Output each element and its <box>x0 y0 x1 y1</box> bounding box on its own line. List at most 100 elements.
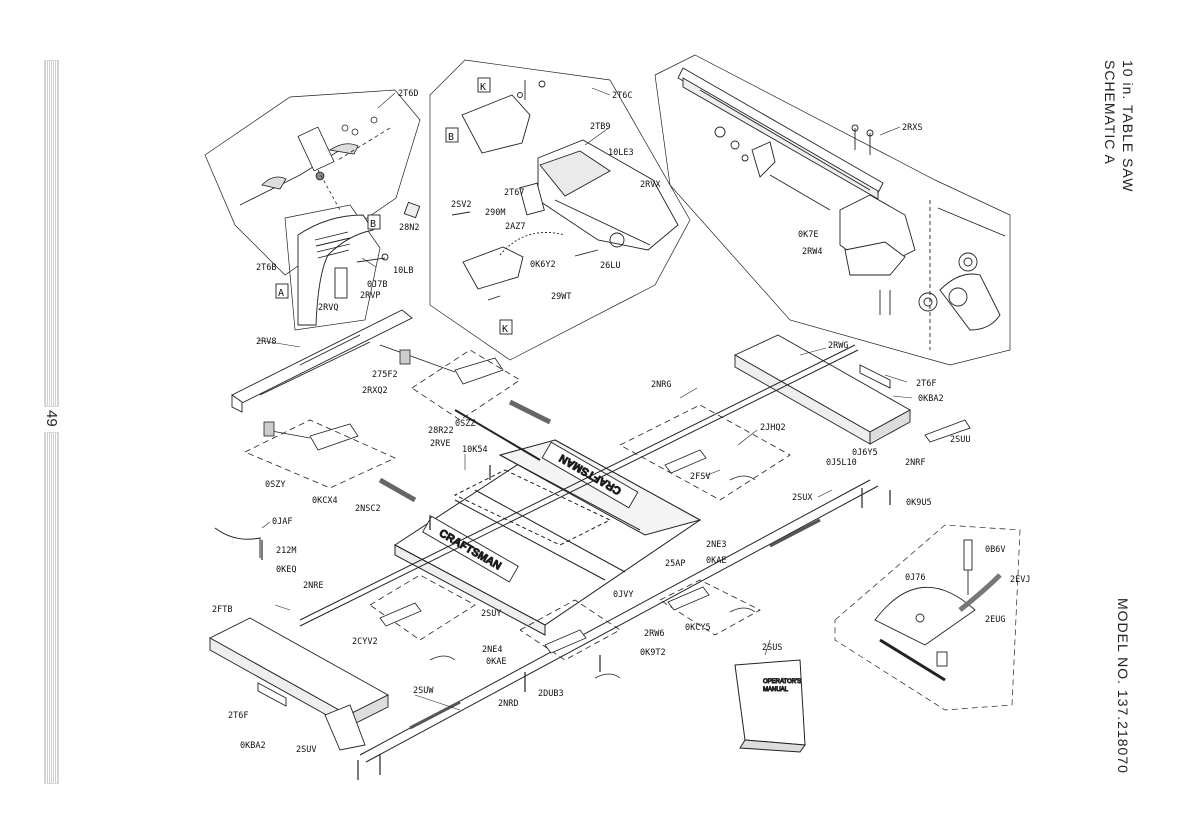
scan-edge-strip-upper <box>44 60 59 407</box>
part-label-0kcy5: 0KCY5 <box>685 623 711 633</box>
part-label-28r22: 28R22 <box>428 426 454 436</box>
part-label-2nrd: 2NRD <box>498 699 518 709</box>
left-extension-wing <box>209 617 389 751</box>
power-cord <box>214 527 261 558</box>
operators-manual-book: OPERATOR'S MANUAL <box>734 659 806 753</box>
part-labels: 2T6D 2T6C 2RXS 2TB9 10LE3 2RVX 2T67 2SV2… <box>212 89 1030 755</box>
part-label-25ap: 25AP <box>665 559 685 569</box>
part-label-0jvy: 0JVY <box>613 590 633 600</box>
part-label-0j6y5: 0J6Y5 <box>852 448 878 458</box>
part-label-2t6f-right: 2T6F <box>916 379 936 389</box>
part-label-2rvx: 2RVX <box>640 180 661 190</box>
scan-edge-strip-lower <box>44 432 59 784</box>
group-outline-2RXS <box>654 54 1011 366</box>
part-label-2rwg: 2RWG <box>828 341 848 351</box>
part-label-2evj: 2EVJ <box>1010 575 1030 585</box>
part-label-2rv8: 2RV8 <box>256 337 276 347</box>
part-label-2sux: 2SUX <box>792 493 813 503</box>
leader-lines <box>257 87 913 711</box>
part-label-0k7e: 0K7E <box>798 230 818 240</box>
side-rod-left <box>454 409 541 461</box>
part-2SUU-shape <box>924 419 971 443</box>
part-label-2nsc2: 2NSC2 <box>355 504 381 514</box>
blade-guard-bracket-parts <box>239 116 391 211</box>
part-label-28n2: 28N2 <box>399 223 419 233</box>
rear-rail <box>299 344 859 627</box>
part-label-2cyv2: 2CYV2 <box>352 637 378 647</box>
bolts <box>261 465 891 780</box>
part-label-2az7: 2AZ7 <box>505 222 525 232</box>
part-label-2t6b: 2T6B <box>256 263 276 273</box>
group-outline-2T6B <box>284 204 381 331</box>
part-label-10lb: 10LB <box>393 266 413 276</box>
part-label-0j7b: 0J7B <box>367 280 387 290</box>
part-label-0j5l10: 0J5L10 <box>826 458 857 468</box>
part-label-2tb9: 2TB9 <box>590 122 610 132</box>
part-label-2sus: 2SUS <box>762 643 782 653</box>
part-label-0kcx4: 0KCX4 <box>312 496 338 506</box>
part-label-0k9t2: 0K9T2 <box>640 648 666 658</box>
part-label-2t6c: 2T6C <box>612 91 632 101</box>
part-label-2rve: 2RVE <box>430 439 450 449</box>
group-outline-2T6D <box>204 89 421 276</box>
callout-letter-k-top: K <box>480 82 486 93</box>
part-label-290m: 290M <box>485 208 505 218</box>
trunnion-parts <box>244 344 552 503</box>
part-label-0kae-left: 0KAE <box>486 657 506 667</box>
part-label-2rvq: 2RVQ <box>318 303 338 313</box>
callout-letter-a-left: A <box>278 288 284 299</box>
part-label-0keq: 0KEQ <box>276 565 296 575</box>
part-label-10le3: 10LE3 <box>608 148 634 158</box>
manual-title-line1: OPERATOR'S <box>763 679 801 685</box>
part-label-2jhq2: 2JHQ2 <box>760 423 786 433</box>
part-label-2suw: 2SUW <box>413 686 434 696</box>
riving-knife-2T6B <box>297 214 389 326</box>
part-label-2fsv: 2FSV <box>690 472 710 482</box>
part-label-0szz: 0SZZ <box>455 419 475 429</box>
front-rail <box>359 479 879 763</box>
part-label-2suu: 2SUU <box>950 435 970 445</box>
part-label-2eug: 2EUG <box>985 615 1005 625</box>
part-label-2rxq2: 2RXQ2 <box>362 386 388 396</box>
group-outline-miter <box>834 524 1021 711</box>
callout-letter-b-left: B <box>370 219 376 230</box>
part-28N2-shape <box>403 201 421 219</box>
miter-gauge-assembly <box>874 539 1002 682</box>
part-label-0kae-right: 0KAE <box>706 556 726 566</box>
callout-letter-k-bottom: K <box>502 324 508 335</box>
left-extension-rail <box>231 309 413 413</box>
rail-brackets <box>379 449 756 679</box>
blade-guard-assembly <box>445 77 679 335</box>
part-label-2t6f-left: 2T6F <box>228 711 248 721</box>
part-label-0k9u5: 0K9U5 <box>906 498 932 508</box>
part-label-2rw6: 2RW6 <box>644 629 664 639</box>
part-label-2nrf: 2NRF <box>905 458 925 468</box>
part-label-29wt: 29WT <box>551 292 571 302</box>
part-label-2t6d: 2T6D <box>398 89 418 99</box>
callout-letter-b-guard: B <box>448 132 454 143</box>
part-label-2dub3: 2DUB3 <box>538 689 564 699</box>
part-label-0jaf: 0JAF <box>272 517 292 527</box>
part-label-0b6v: 0B6V <box>985 545 1005 555</box>
part-label-2ftb: 2FTB <box>212 605 232 615</box>
part-label-2nrg: 2NRG <box>651 380 671 390</box>
part-label-2ne4: 2NE4 <box>482 645 502 655</box>
callout-box-b-left <box>367 214 381 230</box>
rail-bracket-groups <box>369 404 791 661</box>
part-label-2ne3: 2NE3 <box>706 540 726 550</box>
part-label-26lu: 26LU <box>600 261 620 271</box>
part-label-2rw4: 2RW4 <box>802 247 822 257</box>
part-label-2sv2: 2SV2 <box>451 200 471 210</box>
part-label-0kba2-left: 0KBA2 <box>240 741 266 751</box>
part-label-212m: 212M <box>276 546 296 556</box>
part-label-275f2: 275F2 <box>372 370 398 380</box>
rip-fence-assembly <box>677 67 1006 350</box>
right-extension-wing <box>734 334 971 445</box>
callout-box-a-left <box>275 283 289 299</box>
part-label-2suv: 2SUV <box>296 745 316 755</box>
part-label-2rvp: 2RVP <box>360 291 380 301</box>
part-label-0kba2-right: 0KBA2 <box>918 394 944 404</box>
part-label-0szy: 0SZY <box>265 480 285 490</box>
